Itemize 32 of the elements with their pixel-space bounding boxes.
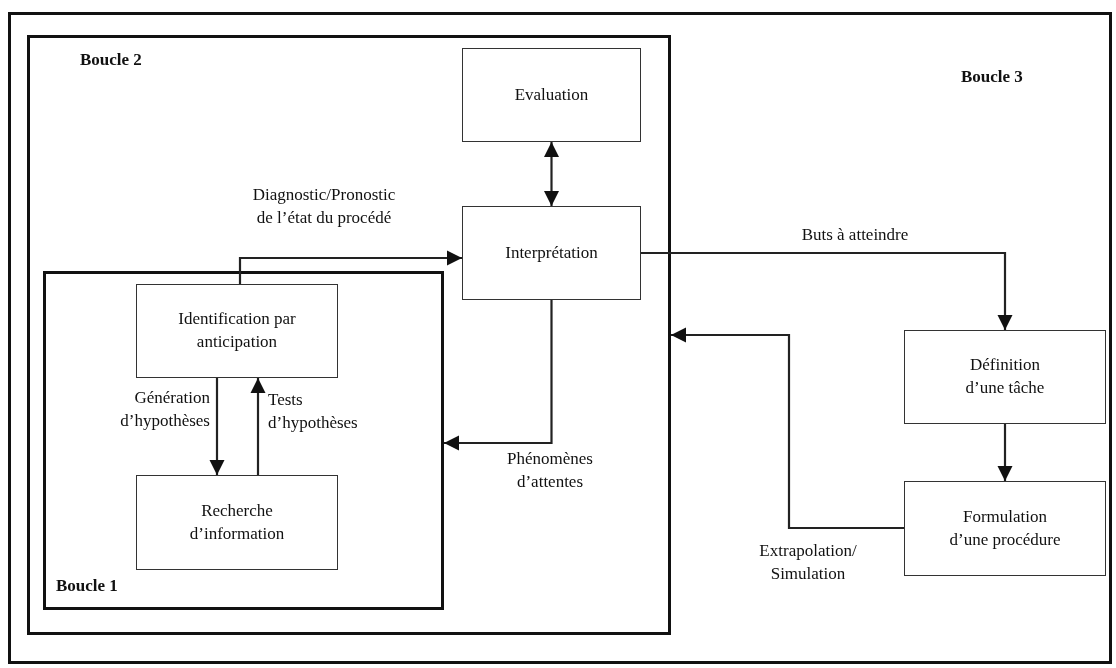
- box-text: Evaluation: [514, 83, 589, 106]
- box-text: Définition d’une tâche: [964, 354, 1046, 399]
- process-box: [462, 206, 641, 300]
- loop-frame: [43, 271, 444, 610]
- arrow: [671, 327, 904, 530]
- process-box: [904, 330, 1106, 424]
- arrow: [238, 250, 462, 284]
- loop-frame: [27, 35, 671, 635]
- box-text: Formulation d’une procédure: [948, 505, 1062, 551]
- arrow: [641, 251, 1013, 330]
- edge-label: Extrapolation/ Simulation: [758, 540, 858, 585]
- edge-label: Phénomènes d’attentes: [506, 448, 594, 493]
- edge-label: Diagnostic/Pronostic de l’état du procédé: [251, 184, 397, 229]
- loop-title: Boucle 1: [56, 576, 118, 596]
- process-box: [136, 475, 338, 570]
- loop-title: Boucle 2: [80, 50, 142, 70]
- edge-label: Génération d’hypothèses: [119, 387, 210, 432]
- process-box: [462, 48, 641, 142]
- loop-frame: [8, 12, 1112, 664]
- process-box: [136, 284, 338, 378]
- box-text: Recherche d’information: [188, 499, 286, 545]
- edge-label: Tests d’hypothèses: [268, 389, 359, 434]
- box-text: Identification par anticipation: [178, 308, 296, 353]
- edge-label: Buts à atteindre: [800, 224, 910, 246]
- arrow: [209, 378, 225, 475]
- loop-title: Boucle 3: [961, 67, 1023, 87]
- arrow: [250, 378, 266, 475]
- box-text: Interprétation: [505, 241, 598, 264]
- process-box: [904, 481, 1106, 576]
- arrow: [997, 424, 1013, 481]
- arrow: [444, 300, 553, 451]
- arrow: [543, 142, 560, 206]
